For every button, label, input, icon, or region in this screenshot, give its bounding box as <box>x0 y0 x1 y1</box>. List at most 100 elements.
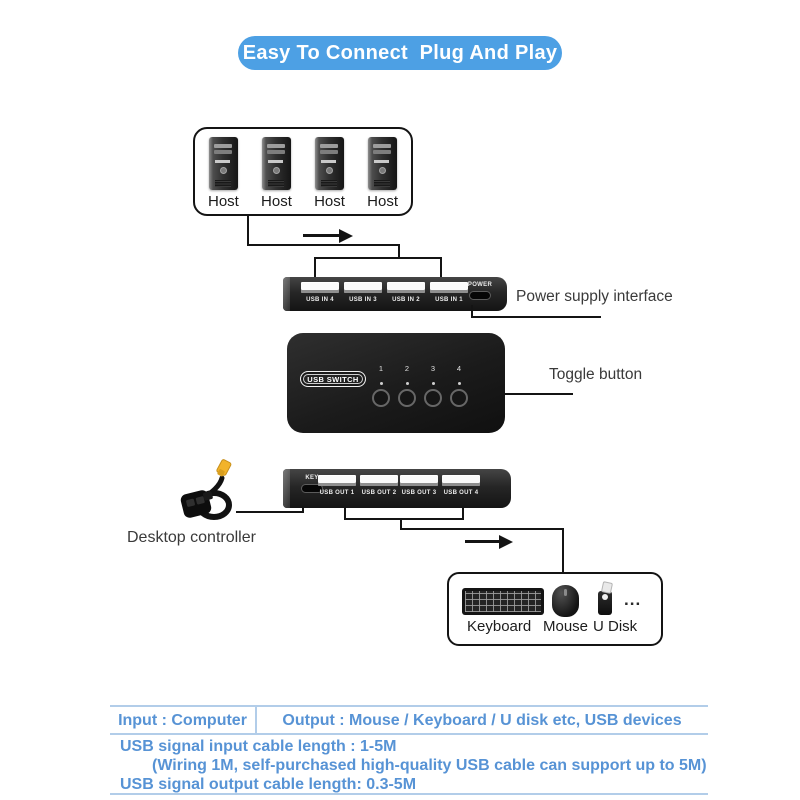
button-number-4: 4 <box>456 364 462 373</box>
peripherals-box: ... Keyboard Mouse U Disk <box>447 572 663 646</box>
desktop-controller-callout: Desktop controller <box>127 529 256 546</box>
host-tower-icon <box>368 137 398 190</box>
connector-line <box>247 244 400 246</box>
host-tower-icon <box>208 137 238 190</box>
host-tower-icon <box>315 137 345 190</box>
power-supply-callout: Power supply interface <box>516 288 673 305</box>
usb-out-3-label: USB OUT 3 <box>401 490 437 496</box>
power-port-icon <box>469 291 491 300</box>
mouse-label: Mouse <box>543 618 589 635</box>
arrow-right-icon <box>499 534 513 549</box>
usb-switch-device: USB SWITCH 1 2 3 4 <box>287 333 505 433</box>
callout-line <box>471 316 601 318</box>
connector-line <box>314 257 316 278</box>
led-indicator <box>379 382 383 385</box>
usb-in-3-label: USB IN 3 <box>349 297 377 303</box>
toggle-button-2 <box>398 389 416 407</box>
host-item: Host <box>314 137 345 210</box>
led-indicator <box>431 382 435 385</box>
input-cable-note: (Wiring 1M, self-purchased high-quality … <box>152 757 707 774</box>
connector-line <box>400 528 564 530</box>
usb-out-port-2: USB OUT 2 <box>357 475 401 496</box>
usb-port-icon <box>318 475 356 486</box>
usb-port-icon <box>387 282 425 293</box>
key-port-icon <box>301 484 323 493</box>
key-label: KEY <box>305 475 319 481</box>
host-computers-box: Host Host Host Host <box>193 127 413 216</box>
callout-line <box>302 506 304 513</box>
host-label: Host <box>261 193 292 210</box>
power-interface: POWER <box>457 282 503 300</box>
usb-in-port-3: USB IN 3 <box>341 282 385 303</box>
usb-port-icon <box>442 475 480 486</box>
banner: Easy To Connect Plug And Play <box>238 36 562 70</box>
output-cable-spec: USB signal output cable length: 0.3-5M <box>120 776 417 793</box>
connector-line <box>247 216 249 246</box>
usb-in-port-4: USB IN 4 <box>298 282 342 303</box>
power-label: POWER <box>467 282 493 288</box>
arrow-right-icon <box>303 234 339 237</box>
usb-out-1-label: USB OUT 1 <box>319 490 355 496</box>
arrow-right-icon <box>465 540 499 543</box>
connector-line <box>462 508 464 520</box>
usb-in-4-label: USB IN 4 <box>306 297 334 303</box>
led-indicator <box>457 382 461 385</box>
toggle-button-callout: Toggle button <box>549 366 643 383</box>
connector-line <box>314 257 442 259</box>
table-border <box>110 705 708 707</box>
arrow-right-icon <box>339 228 353 243</box>
mouse-icon <box>552 585 579 617</box>
host-label: Host <box>208 193 239 210</box>
host-item: Host <box>208 137 239 210</box>
usb-in-port-2: USB IN 2 <box>384 282 428 303</box>
usb-in-1-label: USB IN 1 <box>435 297 463 303</box>
table-output-cell: Output : Mouse / Keyboard / U disk etc, … <box>282 712 682 729</box>
more-devices-ellipsis: ... <box>624 590 642 609</box>
usb-out-4-label: USB OUT 4 <box>443 490 479 496</box>
keyboard-label: Keyboard <box>467 618 532 635</box>
usb-out-port-1: USB OUT 1 <box>315 475 359 496</box>
connector-line <box>562 528 564 574</box>
callout-line <box>236 511 304 513</box>
button-number-1: 1 <box>378 364 384 373</box>
usb-out-port-3: USB OUT 3 <box>397 475 441 496</box>
usb-in-2-label: USB IN 2 <box>392 297 420 303</box>
usb-switch-badge: USB SWITCH <box>300 371 366 387</box>
usb-out-port-4: USB OUT 4 <box>439 475 483 496</box>
host-item: Host <box>261 137 292 210</box>
input-cable-spec: USB signal input cable length : 1-5M <box>120 738 397 755</box>
key-interface: KEY <box>291 475 333 493</box>
udisk-label: U Disk <box>593 618 638 635</box>
callout-line <box>471 305 473 318</box>
usb-out-2-label: USB OUT 2 <box>361 490 397 496</box>
button-number-2: 2 <box>404 364 410 373</box>
keyboard-icon <box>462 588 544 615</box>
usb-out-panel: KEY USB OUT 1 USB OUT 2 USB OUT 3 USB OU… <box>283 469 511 508</box>
udisk-icon <box>595 581 615 617</box>
table-border <box>110 793 708 795</box>
usb-in-panel: USB IN 4 USB IN 3 USB IN 2 USB IN 1 POWE… <box>283 277 507 311</box>
connector-line <box>344 518 464 520</box>
connector-line <box>344 508 346 520</box>
led-indicator <box>405 382 409 385</box>
usb-port-icon <box>400 475 438 486</box>
usb-switch-badge-label: USB SWITCH <box>307 374 359 384</box>
host-label: Host <box>367 193 398 210</box>
table-input-cell: Input : Computer <box>118 712 247 729</box>
table-divider <box>255 705 257 735</box>
toggle-button-1 <box>372 389 390 407</box>
connector-line <box>440 257 442 278</box>
usb-port-icon <box>344 282 382 293</box>
connector-line <box>400 518 402 530</box>
usb-in-port-1: USB IN 1 <box>427 282 471 303</box>
toggle-button-3 <box>424 389 442 407</box>
desktop-controller-icon <box>180 459 232 520</box>
table-border <box>110 733 708 735</box>
callout-line <box>505 393 573 395</box>
button-number-3: 3 <box>430 364 436 373</box>
host-item: Host <box>367 137 398 210</box>
toggle-button-4 <box>450 389 468 407</box>
usb-port-icon <box>360 475 398 486</box>
host-label: Host <box>314 193 345 210</box>
